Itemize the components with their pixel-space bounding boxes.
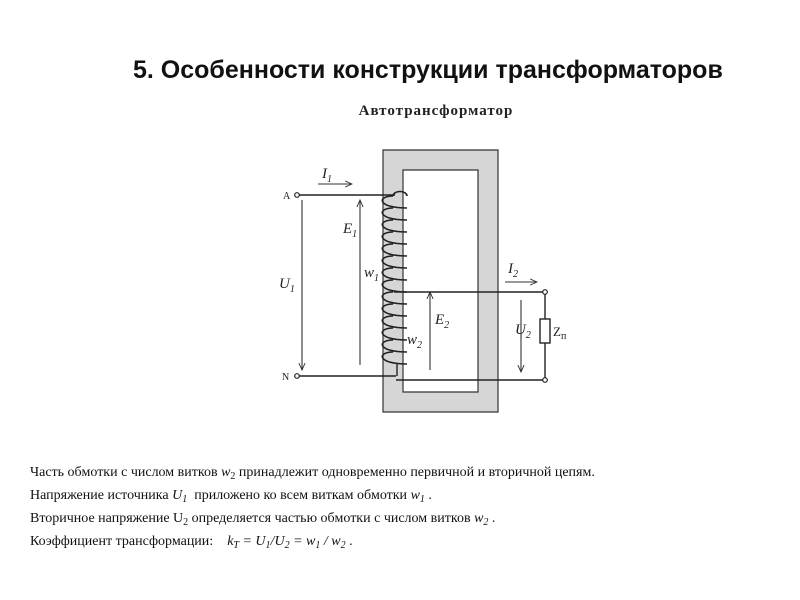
output-terminal-bottom (542, 377, 548, 383)
turns-2-label: w2 (407, 332, 422, 351)
voltage-1-label: U1 (279, 276, 295, 295)
current-2-label: I2 (507, 261, 518, 280)
circuit-wires (297, 194, 546, 381)
description-line-3: Вторичное напряжение U2 определяется час… (30, 511, 496, 528)
winding-coils (381, 190, 408, 365)
terminal-n-label: N (282, 372, 289, 383)
emf-2-label: E2 (434, 312, 449, 331)
current-1-label: I1 (321, 166, 332, 185)
terminal-a-label: A (283, 191, 291, 202)
emf-1-label: E1 (342, 221, 357, 240)
turns-1-label: w1 (364, 265, 379, 284)
terminal-n (294, 373, 300, 379)
terminal-a (294, 192, 300, 198)
transformer-core (382, 149, 499, 413)
description-line-2: Напряжение источника U1 приложено ко все… (30, 488, 432, 505)
description-line-4: Коэффициент трансформации:kT = U1/U2 = w… (30, 534, 353, 551)
output-terminal-top (542, 289, 548, 295)
voltage-2-label: U2 (515, 322, 531, 341)
load-resistor (539, 318, 551, 344)
description: Часть обмотки с числом витков w2 принадл… (30, 461, 790, 553)
slide-title: 5. Особенности конструкции трансформатор… (133, 56, 723, 84)
description-line-1: Часть обмотки с числом витков w2 принадл… (30, 465, 595, 482)
diagram-subtitle: Автотрансформатор (358, 103, 514, 119)
load-label: Zп (553, 324, 567, 342)
